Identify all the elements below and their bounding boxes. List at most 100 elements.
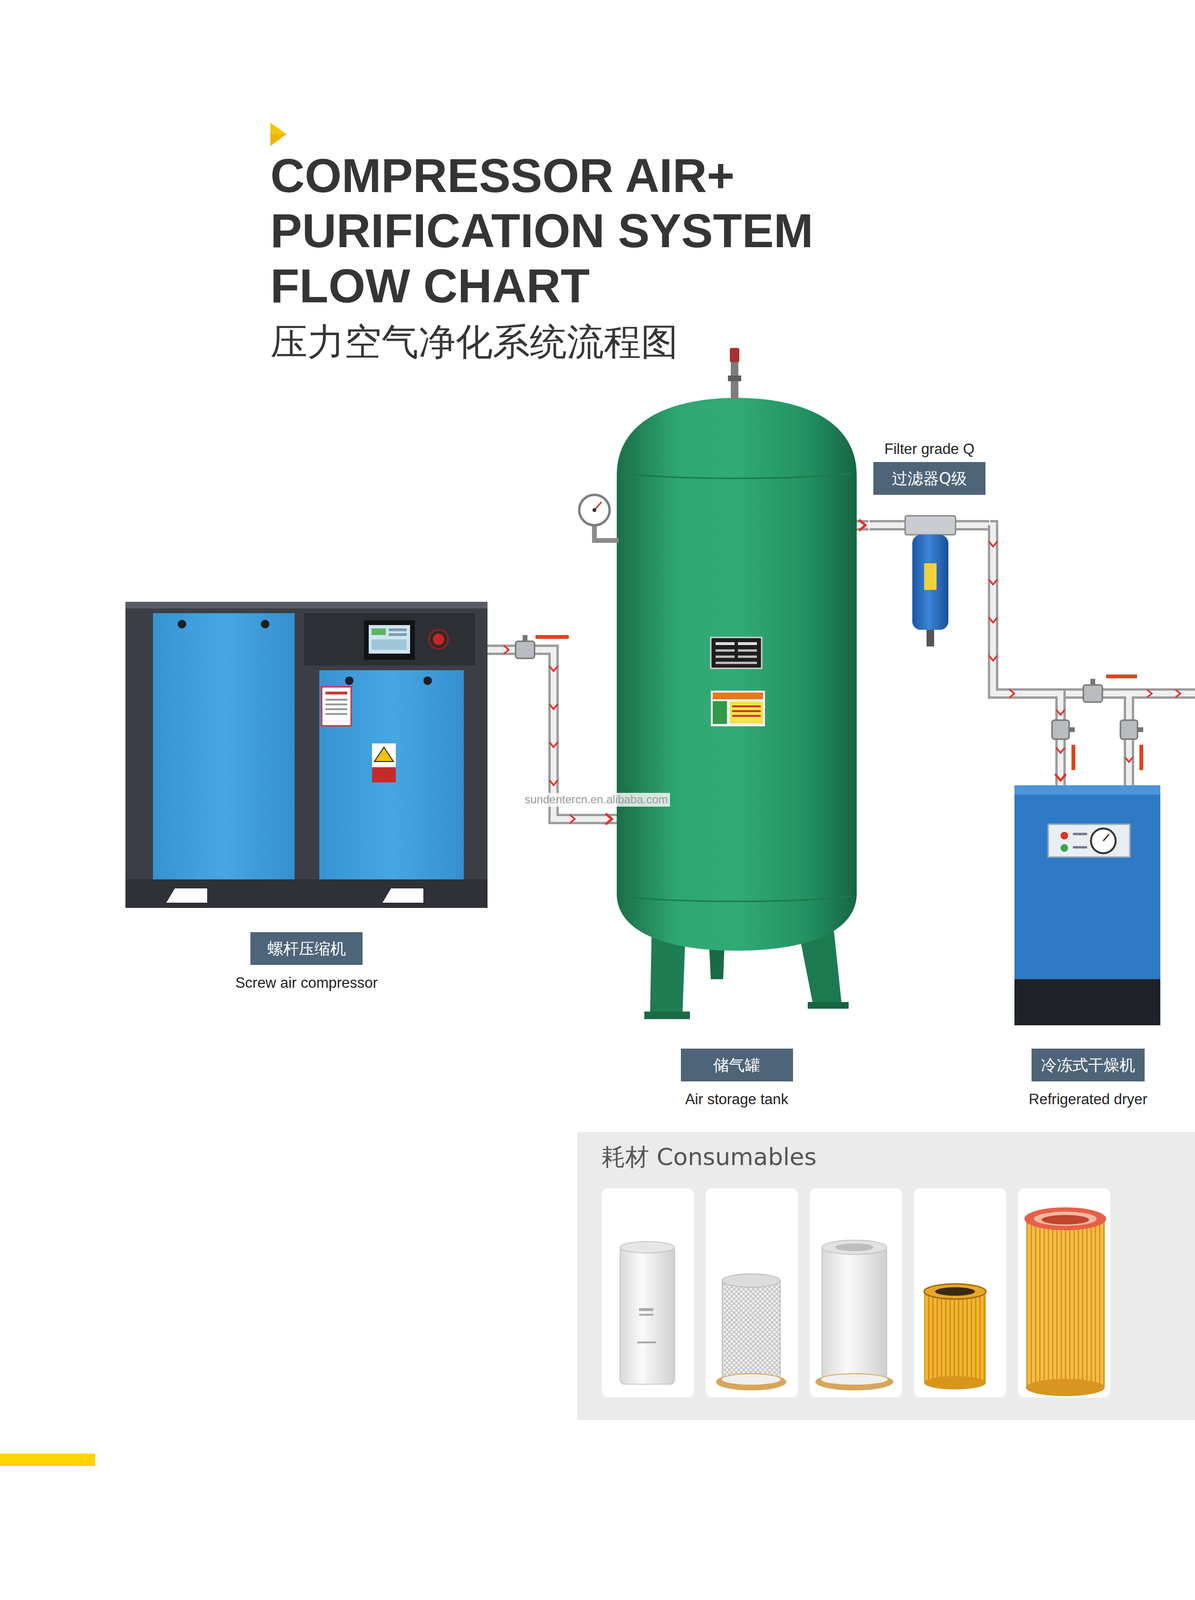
air-storage-tank xyxy=(737,655,757,658)
ball-valve xyxy=(1051,719,1070,739)
screw-compressor xyxy=(372,766,396,783)
ball-valve xyxy=(515,640,535,659)
flow-chevron xyxy=(549,666,558,671)
watermark: sundentercn.en.alibaba.com xyxy=(522,792,670,807)
flow-chevron xyxy=(549,742,558,747)
ball-valve xyxy=(1120,719,1138,739)
equipment-node: 储气罐 Air storage tank xyxy=(616,394,857,1117)
caption-text: Air storage tank xyxy=(685,1089,789,1108)
corner-bar xyxy=(0,1453,96,1466)
pressure-gauge xyxy=(592,537,619,543)
air-filter xyxy=(1026,1218,1105,1387)
pressure-gauge xyxy=(579,494,619,543)
screw-compressor xyxy=(432,633,445,645)
caption-text: Refrigerated dryer xyxy=(1028,1089,1148,1108)
screw-compressor xyxy=(372,743,396,783)
oil-separator xyxy=(821,1373,888,1385)
screw-compressor xyxy=(125,601,488,908)
line-filter xyxy=(905,515,956,535)
air-pipe xyxy=(856,520,869,530)
refrigerated-dryer xyxy=(1014,784,1161,1025)
ball-valve xyxy=(1137,726,1144,732)
screw-compressor xyxy=(166,888,208,903)
subtitle: 压力空气净化系统流程图 xyxy=(270,320,679,364)
air-storage-tank xyxy=(732,709,761,712)
title-marker xyxy=(270,122,287,146)
air-storage-tank xyxy=(622,895,852,901)
flow-chevron xyxy=(989,541,997,547)
oil-filter xyxy=(639,1307,654,1311)
ball-valve xyxy=(515,634,569,659)
label-tag: 储气罐 xyxy=(680,1048,794,1081)
air-pipe xyxy=(990,525,1061,785)
air-pipe xyxy=(989,525,1066,785)
screw-compressor xyxy=(368,624,411,654)
consumables-panel xyxy=(809,1187,903,1397)
flow-chevron xyxy=(989,655,997,661)
air-storage-tank xyxy=(715,655,735,658)
refrigerated-dryer xyxy=(1090,828,1116,853)
flow-chevron xyxy=(1175,689,1181,698)
air-storage-tank xyxy=(715,641,735,645)
refrigerated-dryer xyxy=(1048,823,1130,857)
screw-compressor xyxy=(371,639,407,650)
screw-compressor xyxy=(152,612,295,880)
air-storage-tank xyxy=(710,637,762,669)
air-storage-tank xyxy=(715,661,757,664)
air-storage-tank xyxy=(644,1011,690,1019)
screw-compressor xyxy=(325,712,348,715)
pipe-stub xyxy=(869,525,1195,785)
flow-chevron xyxy=(549,780,558,785)
air-storage-tank xyxy=(622,472,852,478)
equipment-node: 螺杆压缩机Screw air compressor xyxy=(125,601,488,1003)
screw-compressor xyxy=(125,879,488,908)
air-storage-tank xyxy=(715,649,735,652)
ball-valve xyxy=(1090,678,1096,686)
flow-chevron xyxy=(860,520,866,530)
screw-compressor xyxy=(177,619,187,629)
flow-chevron xyxy=(549,704,558,709)
screw-compressor xyxy=(423,676,432,685)
air-filter xyxy=(1033,1211,1097,1226)
air-filter xyxy=(924,1375,986,1389)
screw-compressor xyxy=(429,629,449,649)
flow-chevron xyxy=(570,814,575,823)
oil-separator xyxy=(815,1239,894,1390)
ball-valve xyxy=(535,634,569,639)
screw-compressor xyxy=(325,703,348,706)
ball-valve xyxy=(1051,719,1076,770)
flow-chevron xyxy=(989,579,997,585)
flow-chevron xyxy=(1125,756,1133,762)
label-tag: 螺杆压缩机 xyxy=(250,931,363,965)
air-filter xyxy=(1024,1206,1107,1230)
oil-separator xyxy=(822,1246,887,1379)
screw-compressor xyxy=(344,676,354,685)
label-tag: 过滤器Q级 xyxy=(873,461,986,495)
air-storage-tank xyxy=(807,1001,849,1009)
air-pipe xyxy=(990,525,1061,785)
line-filter xyxy=(926,629,935,647)
air-filter xyxy=(1025,1378,1105,1396)
screw-compressor xyxy=(388,632,407,636)
flow-chevron xyxy=(1055,774,1066,781)
flow-chevron xyxy=(1009,689,1015,698)
refrigerated-dryer xyxy=(1103,833,1109,841)
consumables-panel xyxy=(1017,1187,1111,1397)
equipment-node: Filter grade Q过滤器Q级 xyxy=(868,430,991,651)
air-storage-tank xyxy=(732,705,761,708)
refrigerated-dryer xyxy=(1014,784,1161,795)
oil-separator xyxy=(722,1280,781,1380)
air-storage-tank xyxy=(712,700,727,724)
consumables-panel xyxy=(913,1187,1007,1397)
ball-valve xyxy=(1069,726,1075,732)
consumables-panel: 耗材 Consumables xyxy=(577,1131,1195,1420)
screw-compressor xyxy=(382,888,424,903)
ball-valve xyxy=(1120,719,1144,770)
ball-valve xyxy=(1071,744,1076,770)
screw-compressor xyxy=(325,707,348,710)
air-filter xyxy=(1041,1214,1090,1224)
oil-filter xyxy=(620,1245,675,1384)
flow-chevron xyxy=(504,645,509,654)
label-tag: 冷冻式干燥机 xyxy=(1031,1048,1145,1081)
consumables-panel xyxy=(705,1187,799,1397)
